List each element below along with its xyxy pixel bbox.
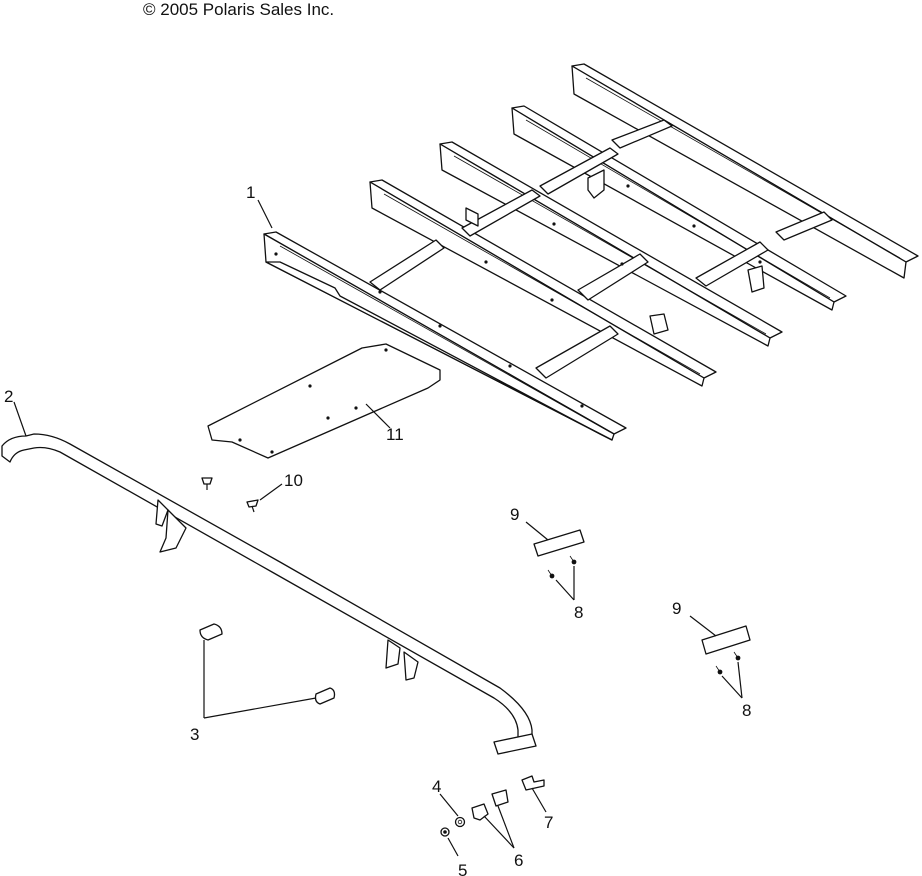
callout-3: 3 [190,725,199,744]
hardware-set [440,775,545,837]
pad-lower [701,625,751,675]
callout-11: 11 [386,425,404,444]
push-rivets [201,477,259,513]
callout-8-lower: 8 [742,701,751,720]
copyright-notice: © 2005 Polaris Sales Inc. [143,0,335,19]
frame-cross-members [369,119,833,379]
frame-rail-front [263,231,627,441]
callout-9-upper: 9 [510,505,519,524]
callout-2: 2 [4,387,13,406]
callout-5: 5 [458,861,467,876]
grab-bar [1,433,537,755]
frame-holes [274,184,762,408]
callout-4: 4 [432,777,441,796]
callout-7: 7 [544,813,553,832]
callout-9-lower: 9 [672,599,681,618]
end-caps [199,623,336,705]
callout-6: 6 [514,851,523,870]
frame-brackets [465,169,765,335]
frame-assembly [263,63,919,441]
callout-8-upper: 8 [574,603,583,622]
frame-rail-back [571,63,919,279]
callout-labels: 1 2 3 4 5 6 7 8 8 9 9 10 11 [4,183,751,876]
frame-rail-second [369,179,717,387]
callout-10: 10 [284,471,303,490]
skid-plate [207,343,441,459]
callout-1: 1 [246,183,255,202]
leader-lines [13,199,743,857]
pad-upper [533,529,585,579]
